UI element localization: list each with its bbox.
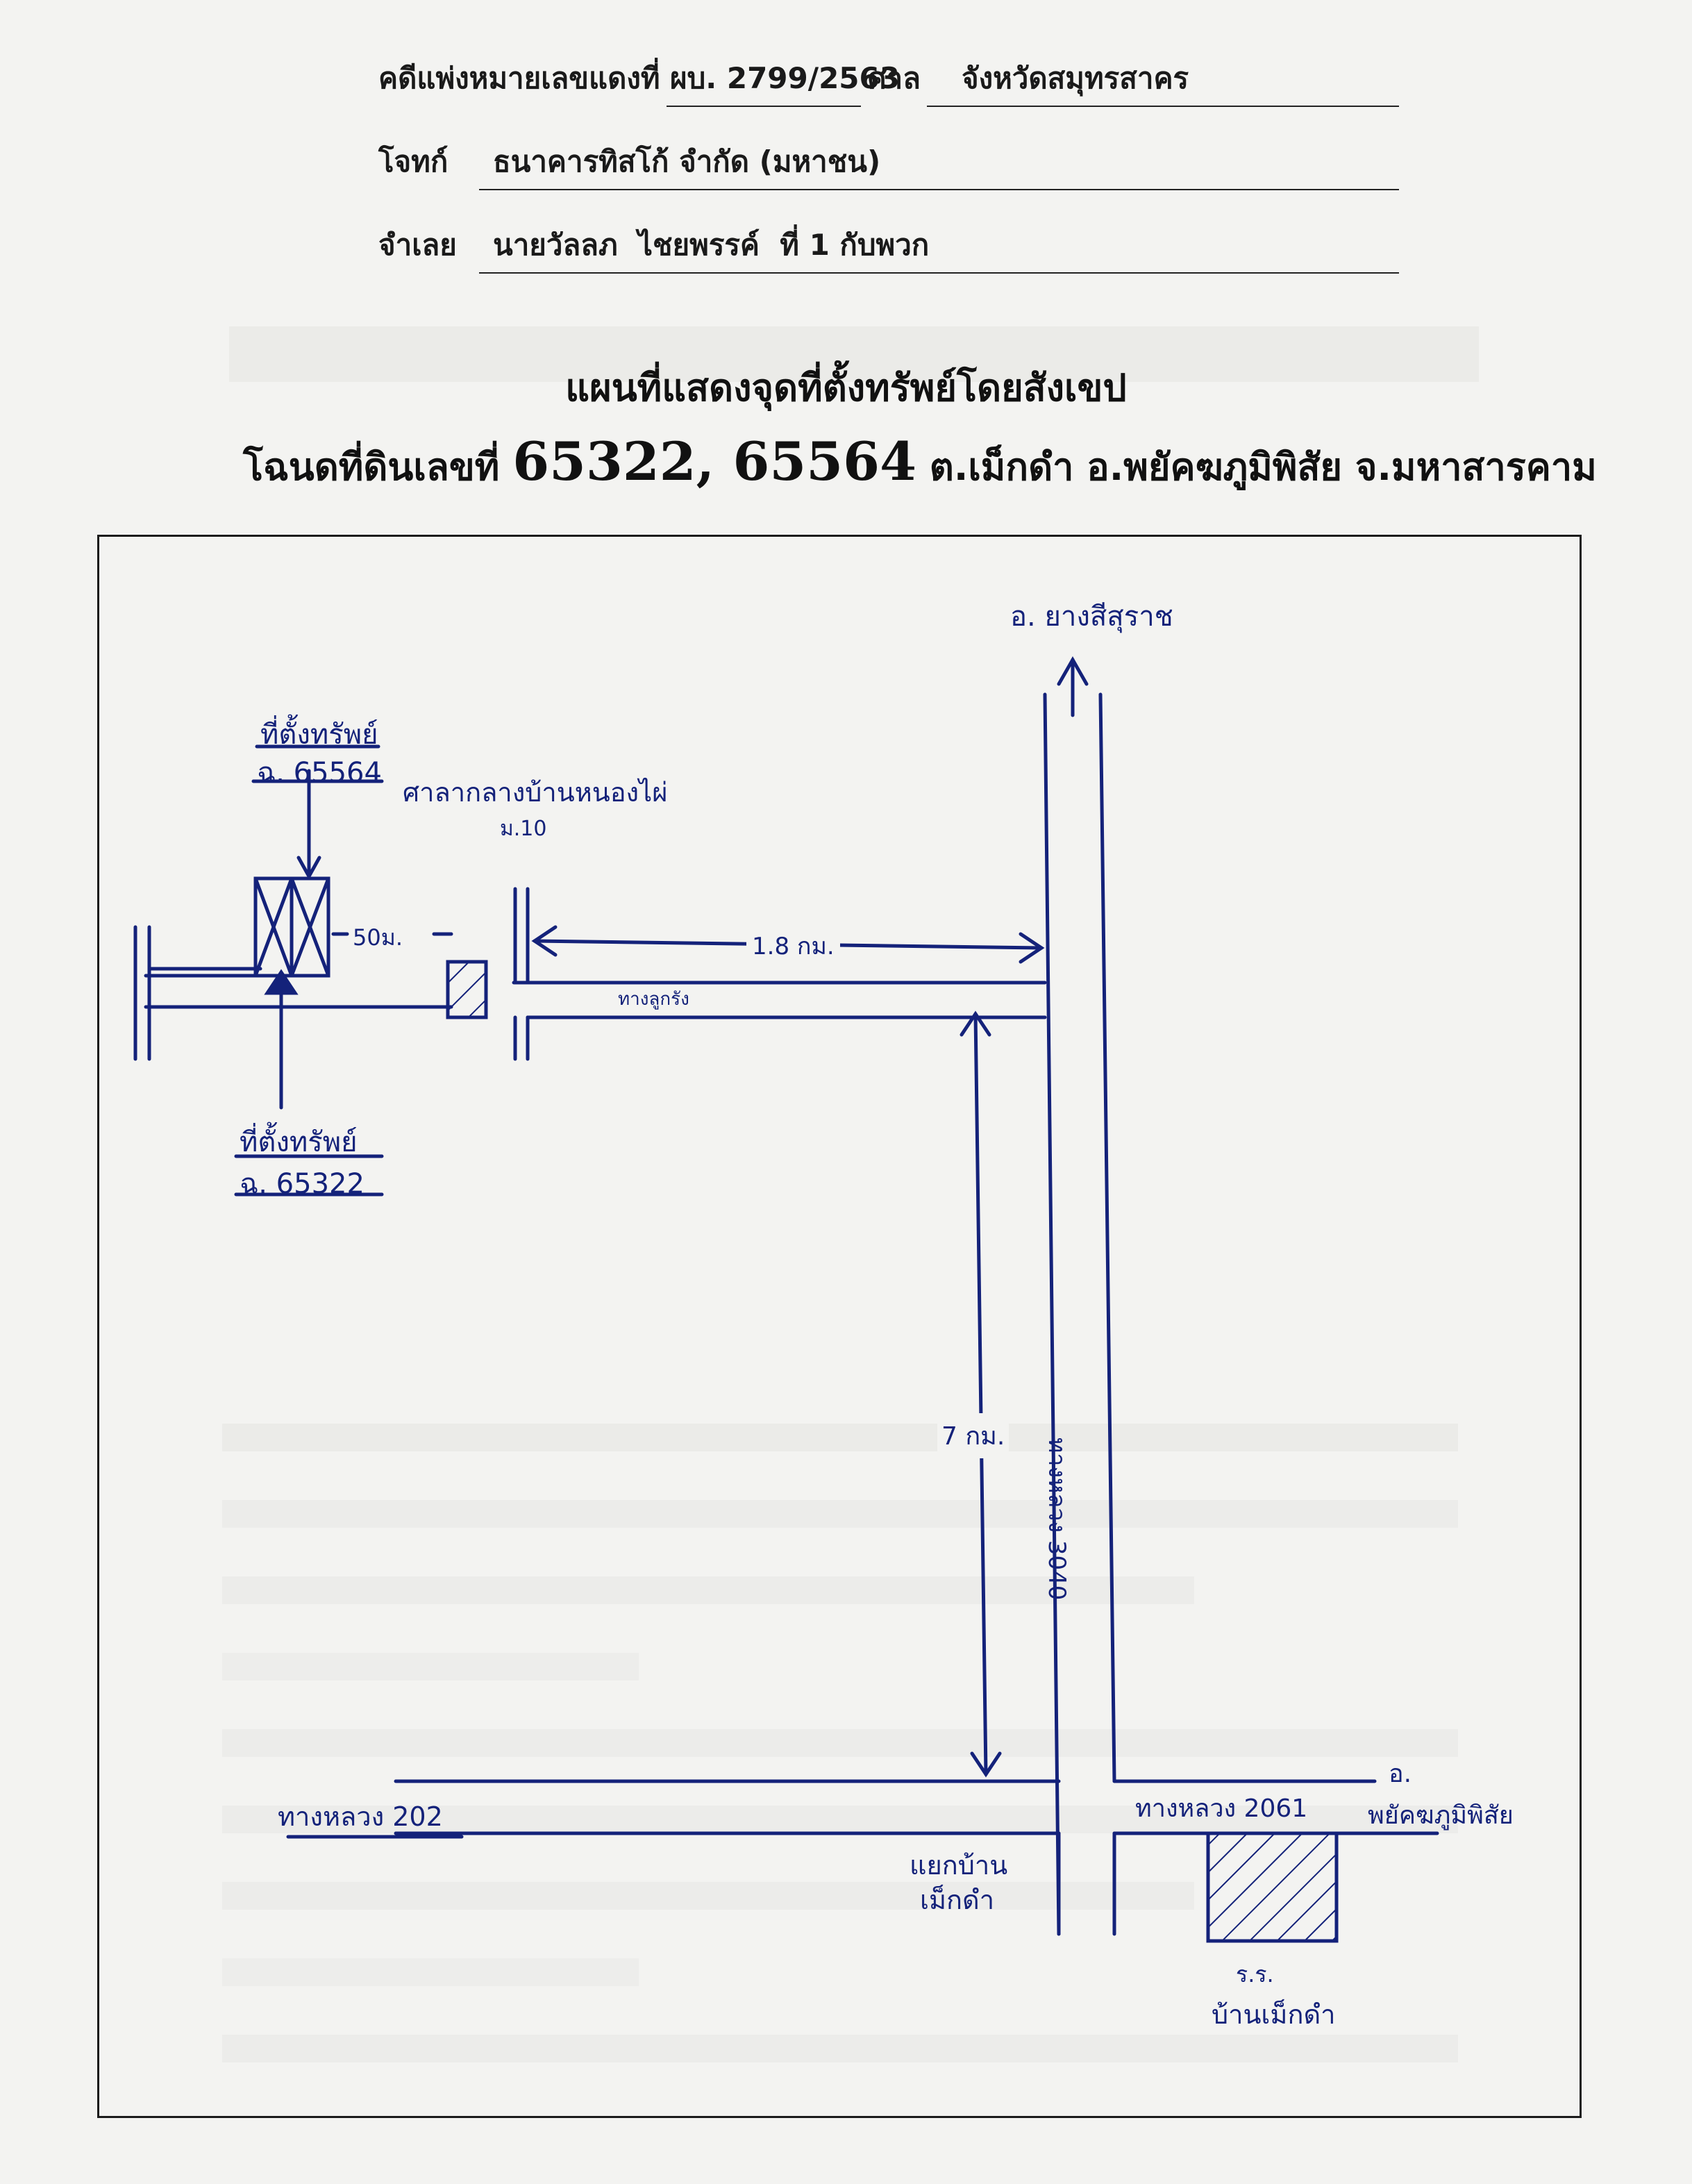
dimension-7km-arrow-bottom bbox=[970, 1751, 1002, 1778]
distance-50m-label: 50ม. bbox=[353, 924, 403, 951]
deed-location: ต.เม็กดำ อ.พยัคฆภูมิพิสัย จ.มหาสารคาม bbox=[929, 445, 1597, 489]
junction-label-line2: เม็กดำ bbox=[920, 1885, 995, 1915]
highway-3040-label: ทางหลวง 3040 bbox=[1043, 1437, 1071, 1601]
north-destination-label: อ. ยางสีสุราช bbox=[1010, 601, 1173, 633]
highway-2061-label: ทางหลวง 2061 bbox=[1135, 1794, 1308, 1823]
sketch-map-frame bbox=[97, 535, 1582, 2118]
case-underline bbox=[667, 106, 861, 107]
defendant-name: นายวัลลภ ไชยพรรค์ ที่ 1 กับพวก bbox=[493, 228, 930, 262]
plaintiff-name: ธนาคารทิสโก้ จำกัด (มหาชน) bbox=[493, 144, 881, 178]
highway-3040-right-edge bbox=[1098, 692, 1116, 1783]
bleed-through-block bbox=[222, 1576, 1194, 1604]
east-destination-label: พยัคฆภูมิพิสัย bbox=[1368, 1801, 1514, 1830]
deed-numbers: 65322, 65564 bbox=[512, 431, 916, 492]
school-label-line1: ร.ร. bbox=[1236, 1961, 1274, 1987]
bleed-through-block bbox=[222, 1500, 1458, 1528]
bleed-through-block bbox=[222, 1882, 1194, 1910]
distance-1-8km-label: 1.8 กม. bbox=[746, 927, 840, 965]
distance-7km-label: 7 กม. bbox=[937, 1413, 1010, 1458]
case-label: คดีแพ่งหมายเลขแดงที่ bbox=[378, 61, 660, 95]
asset-1-pointer-head bbox=[296, 856, 321, 881]
village-hall-label: ศาลากลางบ้านหนองไผ่ bbox=[403, 777, 668, 808]
highway-3040-left-edge bbox=[1043, 692, 1061, 1936]
asset-2-title: ที่ตั้งทรัพย์ bbox=[240, 1126, 358, 1158]
plaintiff-underline bbox=[479, 189, 1399, 190]
dimension-7km bbox=[973, 1012, 988, 1776]
laterite-road-label: ทางลูกรัง bbox=[618, 989, 689, 1010]
asset-2-pointer-head bbox=[264, 969, 299, 995]
bleed-through-block bbox=[222, 2035, 1458, 2062]
highway-202-label: ทางหลวง 202 bbox=[278, 1801, 443, 1832]
case-number: ผบ. 2799/2563 bbox=[670, 61, 900, 95]
bleed-through-block bbox=[229, 326, 1479, 382]
bleed-through-block bbox=[222, 1958, 639, 1986]
school-label-line2: บ้านเม็กดำ bbox=[1212, 1999, 1336, 2030]
court-label: ศาล bbox=[868, 61, 921, 95]
dimension-7km-arrow-top bbox=[960, 1010, 991, 1037]
bleed-through-block bbox=[222, 1806, 1458, 1833]
deed-prefix: โฉนดที่ดินเลขที่ bbox=[243, 445, 500, 489]
court-underline bbox=[927, 106, 1399, 107]
bleed-through-block bbox=[222, 1424, 1458, 1451]
north-arrowhead bbox=[1057, 656, 1089, 686]
defendant-underline bbox=[479, 272, 1399, 274]
map-title: แผนที่แสดงจุดที่ตั้งทรัพย์โดยสังเขป bbox=[565, 366, 1127, 410]
deed-subtitle: โฉนดที่ดินเลขที่ 65322, 65564 ต.เม็กดำ อ… bbox=[243, 431, 1597, 497]
case-number-row: คดีแพ่งหมายเลขแดงที่ ผบ. 2799/2563 ศาล จ… bbox=[378, 61, 1399, 107]
plaintiff-label: โจทก์ bbox=[378, 144, 449, 178]
asset-1-deed: ฉ. 65564 bbox=[257, 757, 382, 789]
plaintiff-row: โจทก์ ธนาคารทิสโก้ จำกัด (มหาชน) bbox=[378, 144, 1399, 190]
asset-2-deed: ฉ. 65322 bbox=[240, 1168, 365, 1200]
court-name: จังหวัดสมุทรสาคร bbox=[962, 61, 1189, 95]
dimension-1-8km-arrow-left bbox=[531, 925, 558, 957]
village-hall-box bbox=[446, 960, 488, 1019]
school-box bbox=[1206, 1831, 1339, 1943]
bleed-through-block bbox=[222, 1729, 1458, 1757]
dimension-1-8km-arrow-right bbox=[1019, 932, 1045, 964]
bleed-through-block bbox=[222, 1653, 639, 1681]
asset-1-title: ที่ตั้งทรัพย์ bbox=[260, 719, 378, 751]
east-destination-prefix: อ. bbox=[1389, 1760, 1412, 1788]
village-number-label: ม.10 bbox=[500, 817, 547, 841]
defendant-row: จำเลย นายวัลลภ ไชยพรรค์ ที่ 1 กับพวก bbox=[378, 228, 1399, 274]
defendant-label: จำเลย bbox=[378, 228, 457, 262]
junction-label-line1: แยกบ้าน bbox=[910, 1850, 1008, 1881]
